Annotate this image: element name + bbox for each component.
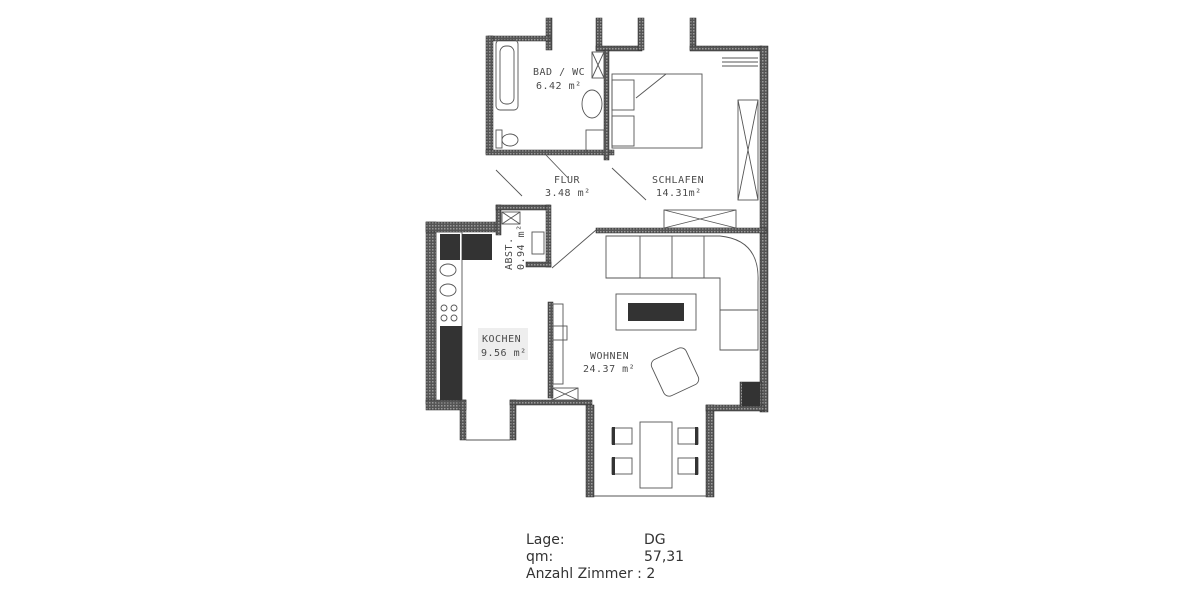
dark-fills	[440, 234, 760, 475]
room-flur-area: 3.48 m²	[545, 188, 591, 199]
room-kochen-name: KOCHEN	[482, 334, 521, 345]
room-abst-name: ABST.	[504, 237, 515, 270]
info-zimmer: Anzahl Zimmer : 2	[526, 566, 684, 583]
room-bad-name: BAD / WC	[533, 67, 585, 78]
room-abst-area: 0.94 m²	[516, 224, 527, 270]
info-qm: qm: 57,31	[526, 549, 684, 566]
qm-label: qm:	[526, 549, 554, 565]
room-flur-name: FLUR	[554, 175, 581, 186]
floor-plan: BAD / WC 6.42 m² FLUR 3.48 m² SCHLAFEN 1…	[425, 17, 769, 498]
room-wohnen-name: WOHNEN	[590, 351, 629, 362]
info-lage: Lage: DG	[526, 532, 684, 549]
zimmer-label: Anzahl Zimmer : 2	[526, 566, 656, 582]
apartment-info: Lage: DG qm: 57,31 Anzahl Zimmer : 2	[526, 532, 684, 583]
room-bad-area: 6.42 m²	[536, 81, 582, 92]
lage-label: Lage:	[526, 532, 565, 548]
lage-value: DG	[644, 532, 666, 548]
room-schlafen-name: SCHLAFEN	[652, 175, 704, 186]
room-labels: BAD / WC 6.42 m² FLUR 3.48 m² SCHLAFEN 1…	[478, 67, 704, 375]
room-schlafen-area: 14.31m²	[656, 188, 702, 199]
room-wohnen-area: 24.37 m²	[583, 364, 635, 375]
qm-value: 57,31	[644, 549, 685, 565]
fixtures	[435, 39, 759, 497]
room-kochen-area: 9.56 m²	[481, 348, 527, 359]
